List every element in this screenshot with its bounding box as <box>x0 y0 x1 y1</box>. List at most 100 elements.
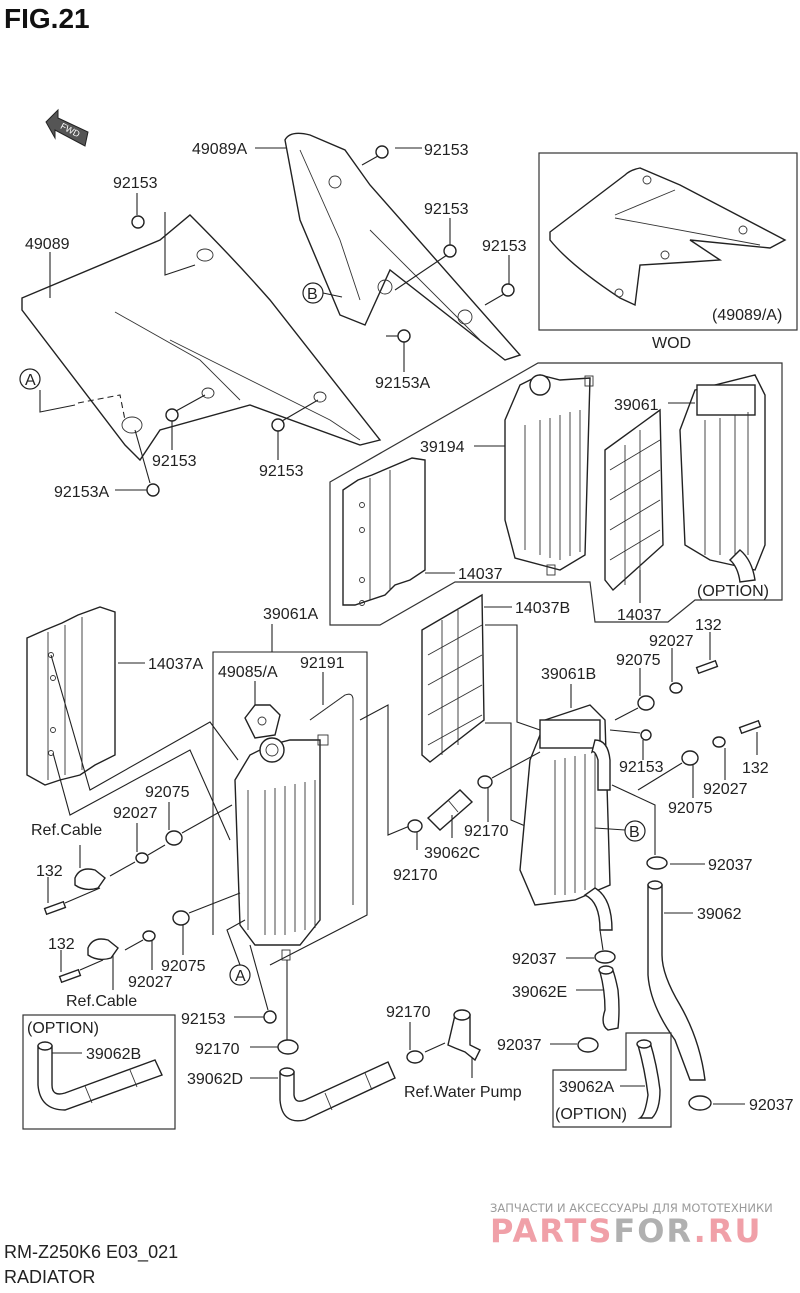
hose-39062C <box>426 789 474 831</box>
label-92027: 92027 <box>113 805 158 822</box>
hose-39062D <box>279 1061 396 1122</box>
radiator-shroud-49089A <box>284 132 522 361</box>
label-39061A: 39061A <box>263 606 318 623</box>
hose-39062 <box>647 880 706 1081</box>
radiator-39061A <box>234 734 329 961</box>
fwd-arrow-icon: FWD <box>45 108 89 147</box>
label-39062E: 39062E <box>512 984 567 1001</box>
bolt-132 <box>695 659 719 675</box>
bolt-icon <box>165 394 206 422</box>
label-49089: 49089 <box>25 236 70 253</box>
label-92037: 92037 <box>708 857 753 874</box>
radiator-39194 <box>504 374 594 576</box>
ref-water-pump-label: Ref.Water Pump <box>404 1084 522 1101</box>
label-92153: 92153 <box>181 1011 226 1028</box>
hose-clamp-92037 <box>594 950 616 964</box>
hose-clamp-92037 <box>577 1037 599 1053</box>
label-39194: 39194 <box>420 439 465 456</box>
hose-39062A <box>636 1039 661 1119</box>
label-92153: 92153 <box>152 453 197 470</box>
label-14037: 14037 <box>617 607 662 624</box>
radiator-39061-option <box>679 374 766 583</box>
label-92153: 92153 <box>424 201 469 218</box>
hose-clamp-92037 <box>646 856 668 870</box>
radiator-guard-14037B <box>421 593 485 763</box>
option-box-39062A <box>552 1032 672 1128</box>
label-92075: 92075 <box>161 958 206 975</box>
label-39062D: 39062D <box>187 1071 243 1088</box>
label-92153: 92153 <box>424 142 469 159</box>
option-box-39062B <box>22 1014 176 1130</box>
label-92037: 92037 <box>749 1097 794 1114</box>
watermark-brand: PARTSFOR.RU <box>490 1212 762 1250</box>
label-39062B: 39062B <box>86 1046 141 1063</box>
label-92170: 92170 <box>393 867 438 884</box>
label-49085A: 49085/A <box>218 664 278 681</box>
label-92027: 92027 <box>128 974 173 991</box>
grommet-92075 <box>165 830 183 846</box>
label-132: 132 <box>36 863 63 880</box>
label-92037: 92037 <box>512 951 557 968</box>
label-92170: 92170 <box>464 823 509 840</box>
section-name: RADIATOR <box>4 1267 95 1287</box>
radiator-guard-14037 <box>342 457 426 606</box>
bolt-icon <box>386 329 411 343</box>
cable-clamp-icon <box>87 938 119 961</box>
label-132: 132 <box>742 760 769 777</box>
callout-a-top: A <box>19 368 41 390</box>
radiator-39061B <box>519 704 613 931</box>
label-92037: 92037 <box>497 1037 542 1054</box>
callout-b-top: B <box>302 282 324 304</box>
inset-caption: WOD <box>652 335 691 352</box>
label-92153A: 92153A <box>375 375 430 392</box>
ref-cable-label: Ref.Cable <box>31 822 102 839</box>
svg-text:A: A <box>235 968 246 985</box>
bolt-icon <box>640 729 652 741</box>
grommet-92075 <box>637 695 655 711</box>
hose-clamp-92037 <box>688 1095 712 1111</box>
label-14037: 14037 <box>458 566 503 583</box>
label-39062C: 39062C <box>424 845 480 862</box>
label-92153: 92153 <box>113 175 158 192</box>
svg-text:B: B <box>307 286 318 303</box>
grommet-92075 <box>172 910 190 926</box>
bolt-icon <box>131 215 145 229</box>
label-39061: 39061 <box>614 397 659 414</box>
watermark: ЗАПЧАСТИ И АКСЕССУАРЫ ДЛЯ МОТОТЕХНИКИ PA… <box>490 1201 773 1250</box>
label-92075: 92075 <box>145 784 190 801</box>
label-92027: 92027 <box>703 781 748 798</box>
hose-39062B <box>37 1041 163 1111</box>
bolt-132 <box>738 719 762 735</box>
bolt-icon <box>361 145 389 166</box>
bolt-icon <box>134 429 160 497</box>
hose-clamp-92170 <box>407 819 423 833</box>
label-92075: 92075 <box>668 800 713 817</box>
option-label: (OPTION) <box>27 1020 99 1037</box>
hose-clamp-92170 <box>277 1039 299 1055</box>
label-92153: 92153 <box>259 463 304 480</box>
hose-39062E <box>598 965 620 1031</box>
collar-92027 <box>712 736 726 748</box>
label-92170: 92170 <box>386 1004 431 1021</box>
label-92191: 92191 <box>300 655 345 672</box>
radiator-guard-14037 <box>604 408 664 592</box>
label-39062A: 39062A <box>559 1079 614 1096</box>
label-39062: 39062 <box>697 906 742 923</box>
label-92075: 92075 <box>616 652 661 669</box>
callout-b-mid: B <box>624 820 646 842</box>
watermark-tagline: ЗАПЧАСТИ И АКСЕССУАРЫ ДЛЯ МОТОТЕХНИКИ <box>490 1201 773 1215</box>
radiator-guard-14037A <box>26 606 116 786</box>
model-code: RM-Z250K6 E03_021 <box>4 1242 178 1263</box>
bolt-icon <box>271 399 319 432</box>
label-14037B: 14037B <box>515 600 570 617</box>
grommet-92075 <box>681 750 699 766</box>
label-92027: 92027 <box>649 633 694 650</box>
radiator-cap-49085A <box>244 704 281 739</box>
option-label: (OPTION) <box>555 1106 627 1123</box>
water-pump-fitting <box>447 1009 481 1062</box>
bolt-132 <box>58 968 82 984</box>
label-132: 132 <box>48 936 75 953</box>
collar-92027 <box>135 852 149 864</box>
hose-clamp-92170 <box>477 775 493 789</box>
